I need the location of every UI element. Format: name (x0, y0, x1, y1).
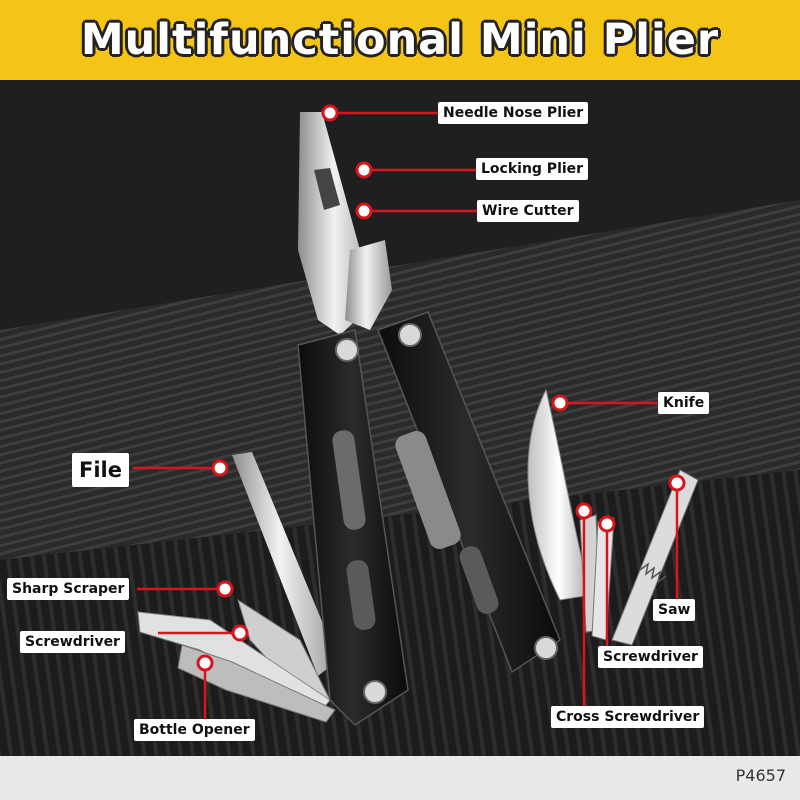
locking-jaw-teeth (314, 168, 340, 210)
label-wire-cutter: Wire Cutter (477, 200, 579, 222)
label-saw: Saw (653, 599, 696, 621)
saw-teeth (639, 562, 667, 584)
wire-cutter-jaw (345, 240, 392, 330)
right-handle-slot (395, 430, 461, 550)
callout-lines (133, 111, 679, 722)
left-handle-rivet-bottom (363, 680, 387, 704)
label-cross-screwdriver: Cross Screwdriver (551, 706, 705, 728)
knife-blade (527, 388, 591, 601)
left-tool-fan (137, 452, 338, 723)
left-handle-slot (332, 430, 366, 530)
file-blade (232, 452, 338, 676)
title-banner: Multifunctional Mini Plier (0, 0, 800, 80)
label-screwdriver-right: Screwdriver (598, 646, 703, 668)
product-photo (0, 80, 800, 800)
right-handle-rivet-bottom (534, 636, 558, 660)
label-needle-nose-plier: Needle Nose Plier (438, 102, 589, 124)
page-title: Multifunctional Mini Plier (80, 15, 720, 65)
right-handle-rivet (398, 323, 422, 347)
callout-dots (196, 104, 686, 672)
label-locking-plier: Locking Plier (476, 158, 589, 180)
label-knife: Knife (658, 392, 710, 414)
footer-bar (0, 756, 800, 800)
right-handle-slot-2 (459, 546, 499, 614)
left-handle-slot-2 (346, 560, 376, 630)
label-bottle-opener: Bottle Opener (134, 719, 255, 741)
label-file: File (72, 453, 129, 487)
bottle-opener-blade (177, 644, 336, 723)
plier-head (298, 112, 392, 335)
plier-handles (297, 311, 561, 726)
background-top-panel (0, 80, 800, 330)
product-code: P4657 (735, 766, 786, 785)
left-handle-rivet (335, 338, 359, 362)
label-screwdriver-left: Screwdriver (20, 631, 125, 653)
label-sharp-scraper: Sharp Scraper (7, 578, 130, 600)
